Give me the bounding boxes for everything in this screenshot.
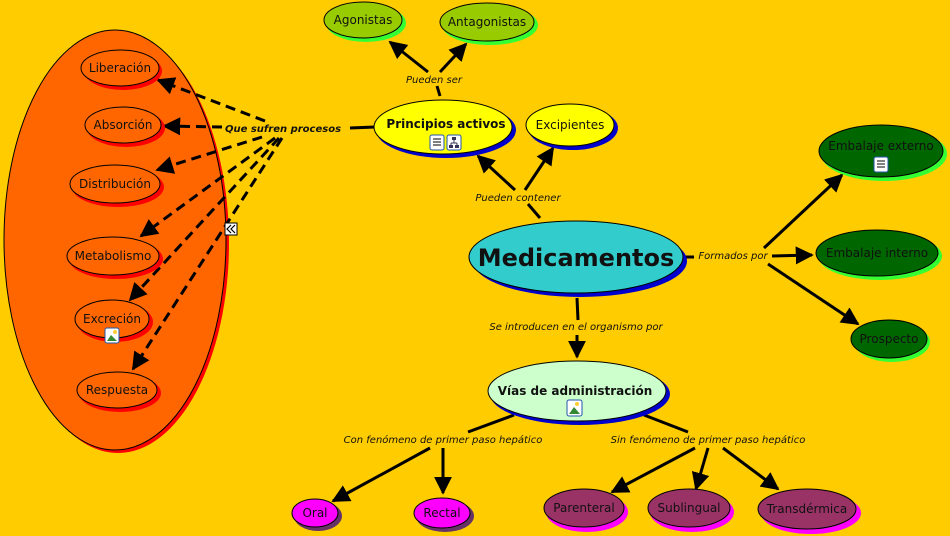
svg-text:Principios activos: Principios activos: [386, 117, 505, 131]
svg-text:Transdérmica: Transdérmica: [766, 502, 847, 516]
node-medicamentos[interactable]: Medicamentos: [468, 220, 687, 297]
node-antagonistas[interactable]: Antagonistas: [439, 2, 538, 45]
link-labels: Pueden ser Pueden contener Formados por …: [225, 75, 805, 446]
document-icon[interactable]: [429, 134, 445, 151]
svg-text:Medicamentos: Medicamentos: [478, 244, 675, 272]
node-sublingual[interactable]: Sublingual: [647, 488, 734, 532]
connector-arrow: [523, 146, 555, 191]
connector-line: [435, 85, 442, 97]
node-liberacion[interactable]: Liberación: [80, 49, 162, 90]
svg-text:Excreción: Excreción: [83, 312, 141, 326]
svg-text:Vías de administración: Vías de administración: [498, 384, 653, 398]
link-label-pueden-ser: Pueden ser: [406, 75, 463, 86]
image-icon[interactable]: [104, 327, 120, 344]
svg-text:Sublingual: Sublingual: [657, 501, 720, 515]
svg-text:Embalaje externo: Embalaje externo: [828, 139, 934, 153]
dashed-arrow: [155, 135, 263, 174]
node-excipientes[interactable]: Excipientes: [525, 103, 618, 150]
connector-line: [467, 413, 515, 434]
link-label-pueden-contener: Pueden contener: [475, 193, 561, 204]
connector-arrow: [610, 446, 696, 494]
dashed-connections: [128, 77, 284, 371]
node-rectal[interactable]: Rectal: [413, 497, 474, 532]
node-principios-activos[interactable]: Principios activos: [373, 99, 516, 158]
node-agonistas[interactable]: Agonistas: [323, 1, 406, 42]
node-parenteral[interactable]: Parenteral: [543, 488, 628, 532]
node-respuesta[interactable]: Respuesta: [76, 371, 161, 412]
svg-text:Rectal: Rectal: [423, 506, 460, 520]
dashed-arrow: [162, 117, 223, 136]
link-label-sin-fenomeno: Sin fenómeno de primer paso hepático: [611, 434, 806, 446]
link-label-se-introducen: Se introducen en el organismo por: [489, 322, 663, 333]
connector-arrow: [762, 173, 844, 250]
node-distribucion[interactable]: Distribución: [69, 164, 164, 207]
connector-arrow: [438, 42, 468, 74]
node-oral[interactable]: Oral: [291, 498, 342, 531]
node-embalaje-externo[interactable]: Embalaje externo: [818, 124, 947, 181]
svg-text:Liberación: Liberación: [89, 61, 151, 75]
collapse-icon[interactable]: [224, 222, 238, 236]
node-vias-administracion[interactable]: Vías de administración: [487, 360, 670, 425]
node-embalaje-interno[interactable]: Embalaje interno: [815, 229, 942, 280]
svg-text:Absorción: Absorción: [94, 118, 153, 132]
node-absorcion[interactable]: Absorción: [84, 106, 165, 147]
svg-text:Parenteral: Parenteral: [553, 501, 614, 515]
node-excrecion[interactable]: Excreción: [74, 299, 153, 344]
document-icon[interactable]: [873, 156, 889, 173]
node-prospecto[interactable]: Prospecto: [850, 319, 930, 362]
connector-arrow: [476, 154, 517, 192]
link-label-con-fenomeno: Con fenómeno de primer paso hepático: [344, 434, 543, 446]
connector-arrow: [771, 246, 814, 265]
connector-line: [349, 125, 376, 130]
connector-arrow: [722, 446, 780, 491]
connector-arrow: [388, 40, 429, 74]
connector-arrow: [767, 262, 860, 326]
svg-text:Excipientes: Excipientes: [536, 118, 605, 132]
dashed-arrow: [128, 136, 281, 302]
svg-text:Respuesta: Respuesta: [86, 383, 148, 397]
image-icon[interactable]: [566, 399, 583, 417]
svg-text:Metabolismo: Metabolismo: [75, 249, 152, 263]
svg-text:Antagonistas: Antagonistas: [448, 15, 526, 29]
connector-arrow: [331, 446, 431, 503]
svg-text:Oral: Oral: [302, 506, 327, 520]
connector-arrow: [691, 447, 710, 491]
connector-line: [575, 297, 580, 321]
node-metabolismo[interactable]: Metabolismo: [66, 236, 163, 279]
dashed-arrow: [131, 137, 284, 371]
svg-text:Agonistas: Agonistas: [334, 13, 393, 27]
svg-text:Distribución: Distribución: [79, 177, 151, 191]
connector-line: [526, 203, 542, 219]
connector-line: [643, 413, 689, 434]
link-label-que-sufren: Que sufren procesos: [225, 124, 341, 135]
concept-map-icon[interactable]: [446, 134, 462, 151]
link-label-formados-por: Formados por: [698, 251, 768, 262]
dashed-arrow: [139, 136, 276, 238]
dashed-arrow: [156, 77, 266, 123]
svg-text:Embalaje interno: Embalaje interno: [826, 246, 928, 260]
node-transdermica[interactable]: Transdérmica: [757, 488, 861, 534]
svg-text:Prospecto: Prospecto: [860, 332, 919, 346]
connections: [331, 40, 860, 503]
